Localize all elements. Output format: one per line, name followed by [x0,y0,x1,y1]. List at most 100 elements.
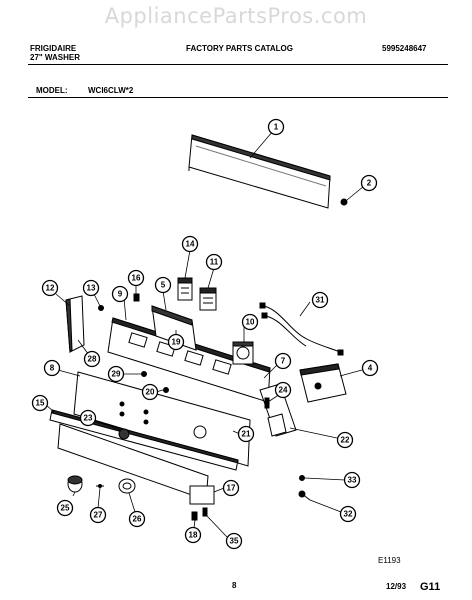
part-knob-25 [67,475,83,493]
svg-text:8: 8 [50,364,55,373]
callout-8: 8 [43,359,61,377]
part-wire-harness-31 [259,302,344,356]
callout-7: 7 [274,352,292,370]
svg-text:33: 33 [348,476,357,485]
svg-text:15: 15 [36,399,45,408]
callout-5: 5 [154,276,172,294]
part-screw [340,198,348,206]
svg-text:11: 11 [210,258,219,267]
svg-text:27: 27 [94,511,103,520]
callout-28: 28 [83,350,101,368]
svg-text:12: 12 [46,284,55,293]
part-bracket-22 [259,383,297,437]
svg-text:4: 4 [368,364,373,373]
callout-33: 33 [343,471,361,489]
svg-text:10: 10 [246,318,255,327]
leader-lines [44,130,365,538]
callout-31: 31 [311,291,329,309]
svg-text:13: 13 [87,284,96,293]
callout-2: 2 [360,174,378,192]
svg-text:35: 35 [230,537,239,546]
svg-text:9: 9 [118,290,123,299]
svg-text:1: 1 [274,123,279,132]
part-screw-13 [98,305,104,311]
model-rule [28,97,448,98]
svg-text:26: 26 [133,515,142,524]
part-end-cap-17 [189,485,215,505]
part-pin-27 [96,484,104,488]
part-screw-29 [141,371,147,377]
svg-text:22: 22 [341,436,350,445]
callout-29: 29 [107,365,125,383]
svg-text:29: 29 [112,370,121,379]
diagram-code: E1193 [378,556,401,565]
callout-18: 18 [184,526,202,544]
callout-35: 35 [225,532,243,550]
callout-22: 22 [336,431,354,449]
part-screw-32 [298,490,311,501]
part-clip-16 [133,293,140,302]
page-number: 8 [232,581,237,590]
part-bracket-12 [65,295,85,354]
svg-text:2: 2 [367,179,372,188]
callout-13: 13 [82,279,100,297]
svg-text:16: 16 [132,274,141,283]
part-back-panel [188,134,331,209]
svg-text:17: 17 [227,484,236,493]
callout-14: 14 [181,235,199,253]
svg-text:31: 31 [316,296,325,305]
callout-20: 20 [141,383,159,401]
part-ring-26 [118,478,136,494]
callout-25: 25 [56,499,74,517]
model-label: MODEL: [36,86,68,95]
part-front-panel-8 [73,371,251,467]
header-rule [28,64,448,65]
part-clip-24 [264,397,270,409]
model-value: WCI6CLW*2 [88,86,134,95]
callout-21: 21 [237,425,255,443]
catalog-title: FACTORY PARTS CATALOG [186,44,293,53]
section-code: G11 [420,581,441,593]
svg-text:24: 24 [279,386,288,395]
svg-text:7: 7 [281,357,286,366]
callout-27: 27 [89,506,107,524]
callout-11: 11 [205,253,223,271]
part-switch-14 [177,277,193,301]
part-screw-20 [163,387,169,393]
callout-24: 24 [274,381,292,399]
svg-text:32: 32 [344,510,353,519]
callout-1: 1 [267,118,285,136]
callout-12: 12 [41,279,59,297]
callout-9: 9 [111,285,129,303]
callout-23: 23 [79,409,97,427]
brand-label: FRIGIDAIRE [30,44,77,53]
part-screw-33 [299,475,305,481]
callout-17: 17 [222,479,240,497]
svg-text:5: 5 [161,281,166,290]
callout-32: 32 [339,505,357,523]
part-trim-15 [49,409,239,501]
svg-text:18: 18 [189,531,198,540]
svg-text:21: 21 [242,430,251,439]
svg-text:28: 28 [88,355,97,364]
callout-15: 15 [31,394,49,412]
callout-10: 10 [241,313,259,331]
part-end-cap-18 [191,511,198,521]
catalog-date: 12/93 [386,582,407,591]
part-switch-block-5 [151,305,197,351]
callout-19: 19 [167,333,185,351]
callout-26: 26 [128,510,146,528]
callout-16: 16 [127,269,145,287]
part-timer-10 [232,341,254,365]
svg-text:20: 20 [146,388,155,397]
svg-text:14: 14 [186,240,195,249]
part-switch-11 [199,287,217,311]
svg-text:25: 25 [61,504,70,513]
svg-text:23: 23 [84,414,93,423]
product-label: 27" WASHER [30,53,81,62]
callout-4: 4 [361,359,379,377]
catalog-number: 5995248647 [382,44,427,53]
part-control-board-4 [299,363,347,403]
watermark-text: AppliancePartsPros.com [104,4,368,28]
